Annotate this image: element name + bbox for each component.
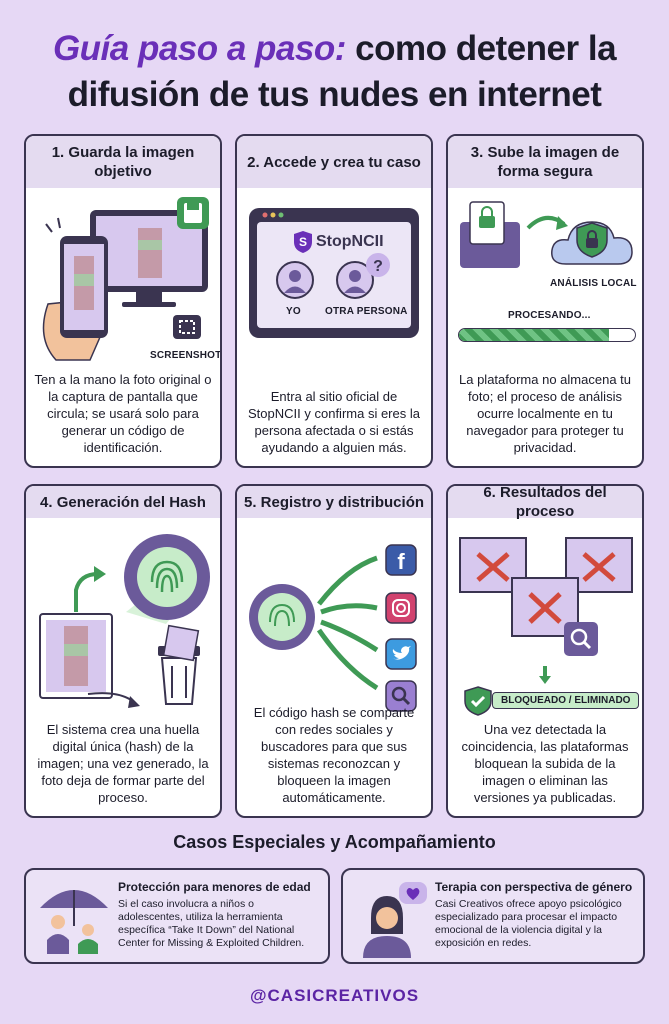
progress-bar [458, 328, 636, 342]
therapy-card: Terapia con perspectiva de género Casi C… [341, 868, 645, 964]
step-illustration: S StopNCII ? YO OTRA PERSONA [237, 188, 431, 366]
umbrella-icon [40, 890, 108, 954]
twitter-icon [385, 638, 417, 670]
svg-text:?: ? [373, 258, 383, 275]
svg-text:f: f [397, 549, 405, 574]
brand-name: StopNCII [316, 233, 384, 250]
page-title: Guía paso a paso: como detener la difusi… [0, 26, 669, 118]
step-illustration [26, 518, 220, 714]
user-icon[interactable] [275, 260, 315, 300]
option-other[interactable]: OTRA PERSONA [325, 306, 408, 317]
processing-label: PROCESANDO... [508, 310, 591, 321]
fingerprint-icon [124, 534, 210, 620]
local-analysis-label: ANÁLISIS LOCAL [550, 278, 637, 289]
status-badge: BLOQUEADO / ELIMINADO [492, 692, 640, 709]
search-icon [385, 680, 417, 712]
question-icon: ? [366, 253, 390, 277]
step-title: 5. Registro y distribución [237, 486, 431, 518]
step-text: Entra al sitio oficial de StopNCII y con… [248, 389, 420, 455]
footer-handle[interactable]: @CASICREATIVOS [249, 986, 420, 1005]
step-title: 6. Resultados del proceso [448, 486, 642, 520]
step-card-2: 2. Accede y crea tu caso S StopNCII ? YO… [235, 134, 433, 468]
minors-title: Protección para menores de edad [118, 880, 311, 894]
minors-text: Si el caso involucra a niños o adolescen… [118, 898, 305, 949]
step-illustration: f [237, 518, 431, 714]
step-card-3: 3. Sube la imagen de forma segura ANÁLIS… [446, 134, 644, 468]
fingerprint-icon [249, 584, 315, 650]
svg-text:S: S [299, 235, 307, 249]
title-accent: Guía paso a paso: [52, 29, 346, 68]
screenshot-label: SCREENSHOT [150, 350, 222, 361]
step-text: El sistema crea una huella digital única… [37, 722, 209, 805]
check-icon [464, 686, 492, 716]
heart-icon [363, 882, 427, 958]
special-cases-heading: Casos Especiales y Acompañamiento [173, 832, 496, 852]
step-title: 4. Generación del Hash [26, 486, 220, 518]
step-text: La plataforma no almacena tu foto; el pr… [459, 372, 631, 455]
step-card-4: 4. Generación del Hash El sistema [24, 484, 222, 818]
lock-icon [576, 222, 608, 258]
step-text: Ten a la mano la foto original o la capt… [34, 372, 212, 455]
shield-icon: S [294, 231, 312, 253]
step-title: 2. Accede y crea tu caso [237, 136, 431, 188]
cross-icon [459, 537, 633, 637]
step-illustration: SCREENSHOT [26, 188, 220, 366]
step-card-6: 6. Resultados del proceso BLOQUEADO / EL… [446, 484, 644, 818]
progress-fill [459, 329, 609, 341]
screenshot-icon [173, 315, 201, 339]
step-text: Una vez detectada la coincidencia, las p… [461, 722, 629, 805]
minors-card: Protección para menores de edad Si el ca… [24, 868, 330, 964]
therapy-text: Casi Creativos ofrece apoyo psicológico … [435, 898, 622, 949]
save-icon [177, 197, 209, 229]
therapy-title: Terapia con perspectiva de género [435, 880, 633, 894]
step-illustration: BLOQUEADO / ELIMINADO [448, 518, 642, 716]
step-card-1: 1. Guarda la imagen objetivo SCREENSH [24, 134, 222, 468]
option-self[interactable]: YO [286, 306, 301, 317]
facebook-icon: f [385, 544, 417, 576]
title-rest: como detener la difusión de tus nudes en… [67, 29, 617, 114]
user-icon[interactable] [335, 260, 375, 300]
instagram-icon [385, 592, 417, 624]
step-text: El código hash se comparte con redes soc… [253, 705, 415, 805]
step-illustration: ANÁLISIS LOCAL PROCESANDO... [448, 188, 642, 366]
step-title: 1. Guarda la imagen objetivo [26, 136, 220, 188]
step-title: 3. Sube la imagen de forma segura [448, 136, 642, 188]
step-card-5: 5. Registro y distribución f [235, 484, 433, 818]
